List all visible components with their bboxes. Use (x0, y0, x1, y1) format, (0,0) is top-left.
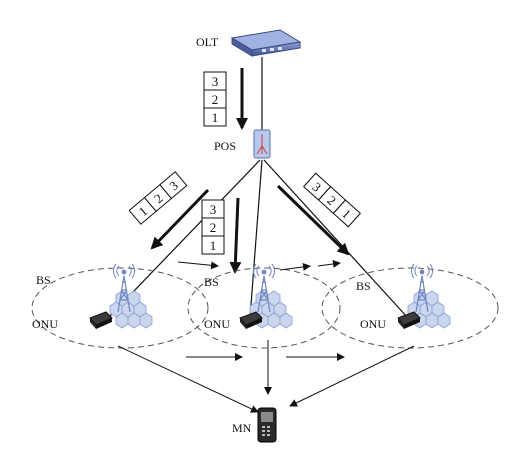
cell-cluster-left (89, 263, 153, 329)
packet-label: 1 (212, 110, 219, 125)
onu-device-icon (397, 311, 421, 329)
bs-label-center: BS (204, 275, 219, 289)
mobile-phone-icon (257, 407, 277, 443)
signal-waves-icon (112, 263, 136, 279)
packet-label: 3 (210, 202, 217, 217)
onu-label-left: ONU (32, 317, 58, 331)
onu-label-center: ONU (204, 317, 230, 331)
downstream-arrow-left (150, 188, 210, 250)
packet-label: 1 (210, 238, 217, 253)
mn-label: MN (232, 421, 252, 435)
downstream-arrow-right (276, 184, 350, 256)
coverage-cell-center (187, 267, 341, 349)
onu-device-icon (89, 311, 113, 329)
downstream-arrow-center (229, 197, 242, 274)
left-packet-stack: 1 2 3 (128, 171, 188, 225)
packet-label: 3 (212, 74, 219, 89)
signal-waves-icon (410, 263, 434, 279)
link-right-to-mn (289, 345, 415, 407)
handover-arrow-upper-mid (279, 262, 311, 271)
bs-label-right: BS (356, 279, 371, 293)
olt-packet-stack: 3 2 1 (203, 71, 227, 127)
handover-arrow-upper-left (177, 261, 219, 270)
packet-label: 2 (210, 220, 217, 235)
antenna-tower-icon (415, 269, 429, 313)
right-packet-stack: 3 2 1 (302, 172, 362, 228)
olt-device-icon (230, 29, 302, 57)
bs-label-left: BS (36, 273, 51, 287)
cell-cluster-right (397, 263, 451, 329)
center-packet-stack: 3 2 1 (201, 199, 225, 255)
hex-grid (109, 290, 153, 329)
handover-arrow-upper-right (317, 259, 341, 268)
olt-label: OLT (196, 35, 219, 49)
pos-onu-fiber-right (263, 159, 409, 319)
onu-device-icon (239, 311, 263, 329)
onu-label-right: ONU (360, 317, 386, 331)
link-left-to-mn (117, 345, 259, 413)
cell-cluster-center (239, 263, 293, 329)
pos-label: POS (214, 139, 236, 153)
antenna-tower-icon (117, 269, 131, 313)
packet-label: 2 (212, 92, 219, 107)
signal-waves-icon (252, 263, 276, 279)
coverage-cell-left (31, 267, 209, 349)
pos-onu-fiber-center (249, 159, 263, 319)
antenna-tower-icon (257, 269, 271, 313)
splitter-icon (253, 129, 271, 159)
